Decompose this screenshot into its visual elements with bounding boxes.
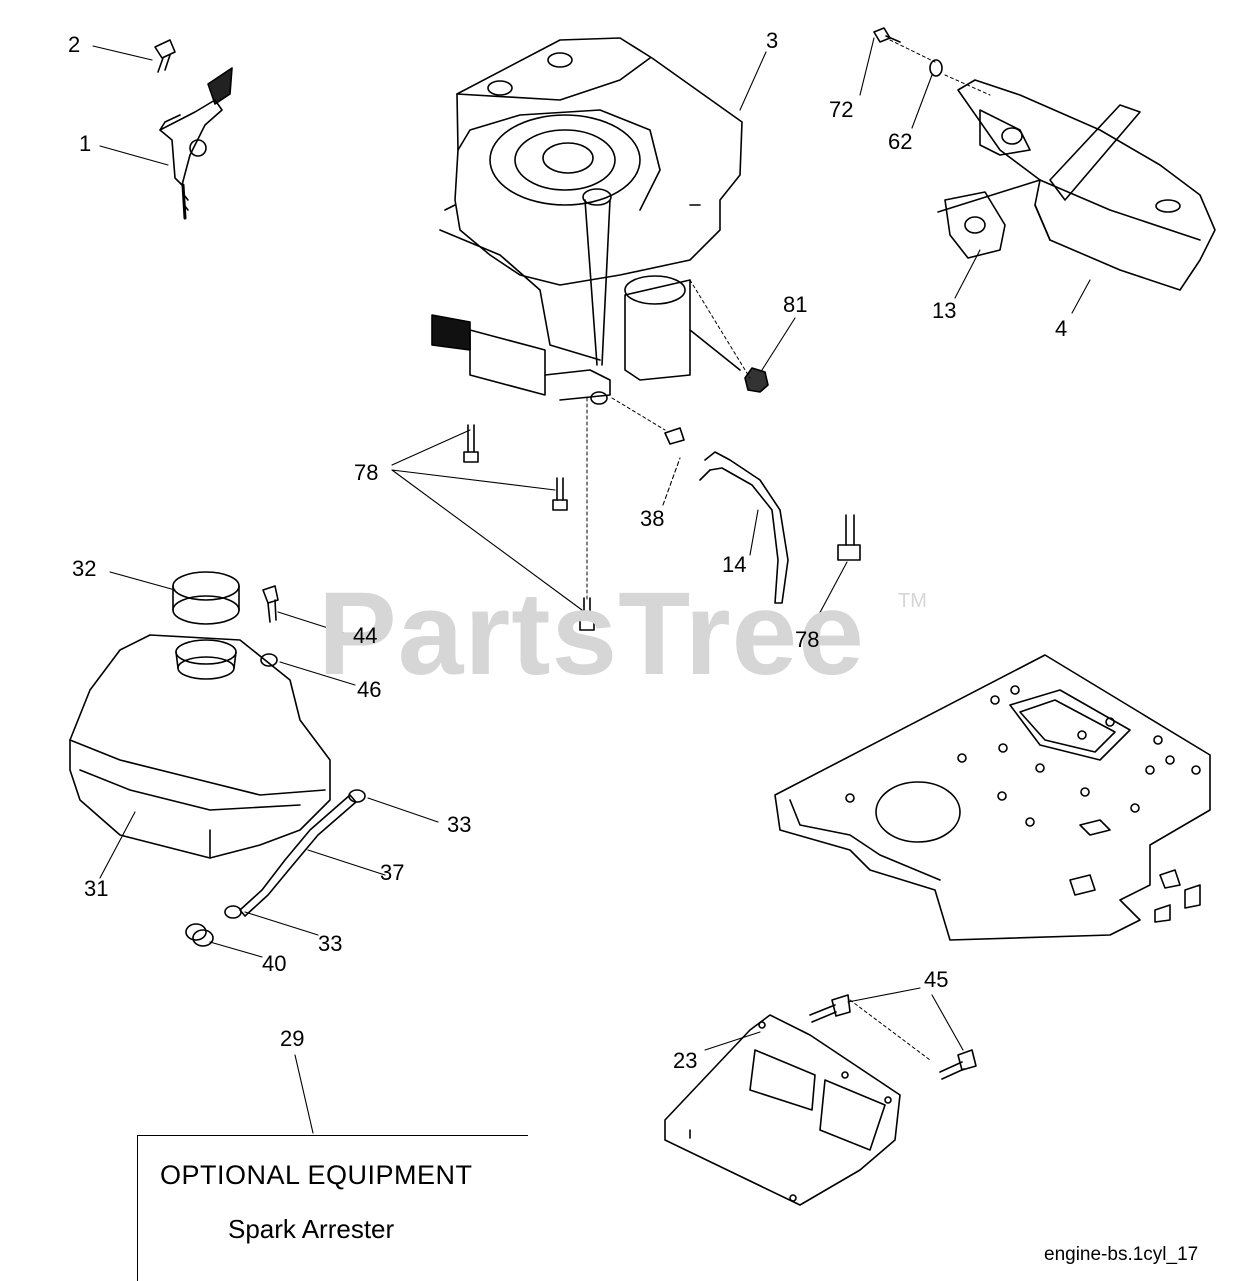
throttle-control-part-1 [159, 67, 233, 220]
leader-lines [92, 37, 1091, 1134]
watermark-trademark: TM [898, 590, 927, 612]
nut-part-81 [744, 367, 769, 393]
bolt-part-45-a [809, 994, 851, 1023]
washer-part-62 [929, 59, 943, 77]
optional-equipment-subtitle: Spark Arrester [228, 1214, 395, 1244]
callout-38: 38 [640, 506, 665, 531]
callout-46: 46 [357, 677, 382, 702]
bolt-part-78-a [463, 424, 479, 463]
heat-shield-part-23 [664, 1014, 901, 1206]
clamp-part-33-a [348, 789, 366, 803]
fuel-tank-part-31 [69, 634, 331, 859]
fuel-hose-part-14 [699, 451, 789, 604]
optional-equipment-box [137, 1135, 528, 1281]
callout-3: 3 [766, 28, 779, 53]
callout-33-upper: 33 [447, 812, 472, 837]
washer-part-46 [260, 653, 278, 667]
callout-78-right: 78 [795, 627, 820, 652]
bolt-part-78-b [552, 477, 568, 511]
engine-part-3 [431, 37, 743, 405]
muffler-part-4 [957, 79, 1216, 291]
bolt-part-78-c [579, 597, 595, 631]
callout-14: 14 [722, 552, 747, 577]
callout-23: 23 [673, 1048, 698, 1073]
callout-29: 29 [280, 1026, 305, 1051]
gasket-part-13 [944, 191, 1006, 259]
callout-40: 40 [262, 951, 287, 976]
fitting-part-38 [664, 427, 685, 445]
mounting-plate [774, 654, 1211, 941]
callout-2: 2 [68, 32, 81, 57]
callout-37: 37 [380, 860, 405, 885]
callout-13: 13 [932, 298, 957, 323]
assembly-dashes [586, 39, 991, 1061]
callout-72: 72 [829, 97, 854, 122]
callout-31: 31 [84, 876, 109, 901]
bolt-part-78-d [837, 514, 861, 561]
bolt-part-45-b [939, 1049, 977, 1080]
clamp-part-33-b [224, 905, 242, 919]
optional-equipment-title: OPTIONAL EQUIPMENT [160, 1160, 473, 1190]
screw-part-2 [154, 39, 176, 73]
callout-62: 62 [888, 129, 913, 154]
callout-1: 1 [79, 131, 92, 156]
fuel-cap-part-32 [172, 571, 240, 625]
fuel-line-part-37 [239, 794, 357, 917]
callout-32: 32 [72, 556, 97, 581]
callout-78-left: 78 [354, 460, 379, 485]
callout-81: 81 [783, 292, 808, 317]
callout-33-lower: 33 [318, 931, 343, 956]
callout-4: 4 [1055, 316, 1068, 341]
bolt-part-72 [873, 27, 901, 43]
watermark-brand: PartsTree [318, 568, 865, 700]
bushing-part-40 [185, 923, 214, 947]
callout-44: 44 [353, 623, 378, 648]
figure-reference: engine-bs.1cyl_17 [1044, 1244, 1199, 1265]
callout-45: 45 [924, 967, 949, 992]
screw-part-44 [262, 585, 279, 623]
